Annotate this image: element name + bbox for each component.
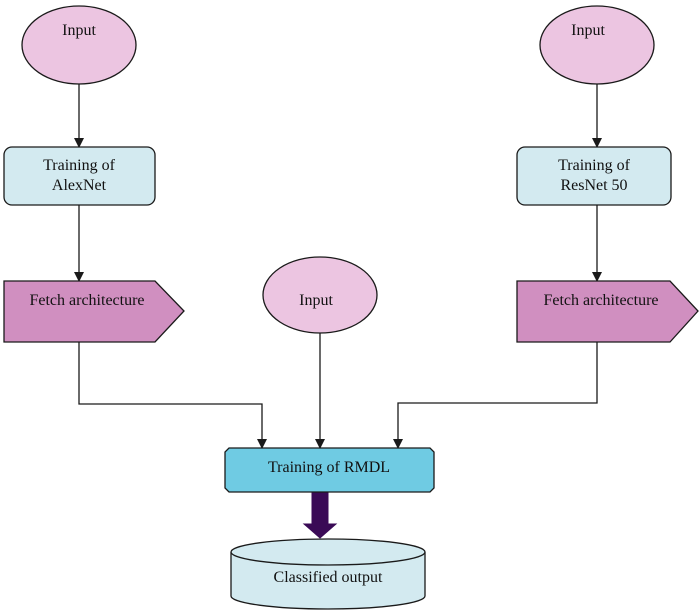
classified-output-cylinder-top bbox=[230, 538, 426, 566]
classified-output-label: Classified output bbox=[274, 569, 383, 586]
classified-output-cylinder-body bbox=[230, 552, 426, 610]
training-resnet-box bbox=[516, 146, 672, 206]
fetch-right-label: Fetch architecture bbox=[543, 292, 658, 309]
input-left-ellipse bbox=[21, 5, 137, 85]
training-alexnet-line1: Training of bbox=[43, 157, 116, 174]
node-training-alexnet: Training of AlexNet bbox=[3, 146, 156, 206]
input-left-label: Input bbox=[62, 22, 96, 39]
training-alexnet-line2: AlexNet bbox=[52, 177, 107, 194]
fetch-left-pentagon bbox=[3, 280, 185, 343]
arrow-fetch-right-to-rmdl bbox=[393, 342, 598, 449]
node-training-resnet: Training of ResNet 50 bbox=[516, 146, 672, 206]
node-input-left: Input bbox=[21, 5, 137, 85]
input-center-ellipse bbox=[262, 256, 378, 334]
training-resnet-line2: ResNet 50 bbox=[560, 177, 627, 194]
training-rmdl-label: Training of RMDL bbox=[268, 459, 390, 476]
node-classified-output: Classified output bbox=[230, 538, 426, 610]
arrow-fetch-left-to-rmdl bbox=[78, 342, 267, 449]
connectors bbox=[74, 84, 602, 449]
training-rmdl-box bbox=[224, 447, 435, 493]
node-fetch-right: Fetch architecture bbox=[516, 280, 699, 343]
training-resnet-line1: Training of bbox=[558, 157, 631, 174]
fetch-right-pentagon bbox=[516, 280, 699, 343]
node-fetch-left: Fetch architecture bbox=[3, 280, 185, 343]
fetch-left-label: Fetch architecture bbox=[29, 292, 144, 309]
input-center-label: Input bbox=[299, 292, 333, 309]
node-training-rmdl: Training of RMDL bbox=[224, 447, 435, 493]
input-right-ellipse bbox=[539, 5, 655, 85]
input-right-label: Input bbox=[571, 22, 605, 39]
node-input-center: Input bbox=[262, 256, 378, 334]
big-arrow-rmdl-to-output bbox=[302, 491, 338, 539]
node-input-right: Input bbox=[539, 5, 655, 85]
training-alexnet-box bbox=[3, 146, 156, 206]
